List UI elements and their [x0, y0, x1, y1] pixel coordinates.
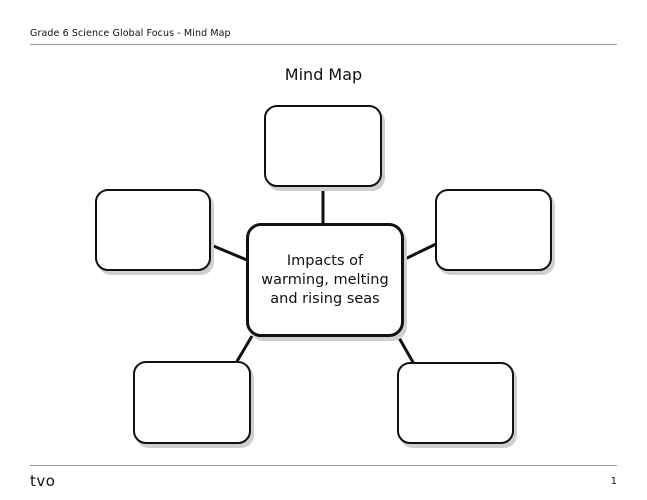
branch-box-right[interactable] [435, 189, 552, 271]
connector-bottom-left [234, 335, 254, 364]
tvo-logo: tvo [30, 472, 56, 490]
header-divider [30, 44, 617, 45]
branch-box-top[interactable] [264, 105, 382, 187]
page-title: Mind Map [284, 65, 363, 84]
document-header: Grade 6 Science Global Focus - Mind Map [30, 28, 231, 39]
central-idea-text: Impacts of warming, melting and rising s… [261, 252, 389, 307]
page-number: 1 [610, 476, 617, 487]
branch-box-left[interactable] [95, 189, 211, 271]
branch-box-bottom-left[interactable] [133, 361, 251, 444]
connector-bottom-right [396, 335, 416, 365]
central-idea-box: Impacts of warming, melting and rising s… [246, 223, 404, 337]
connector-right [402, 242, 437, 262]
connector-left [210, 243, 248, 262]
footer-divider [30, 465, 617, 466]
branch-box-bottom-right[interactable] [397, 362, 514, 444]
